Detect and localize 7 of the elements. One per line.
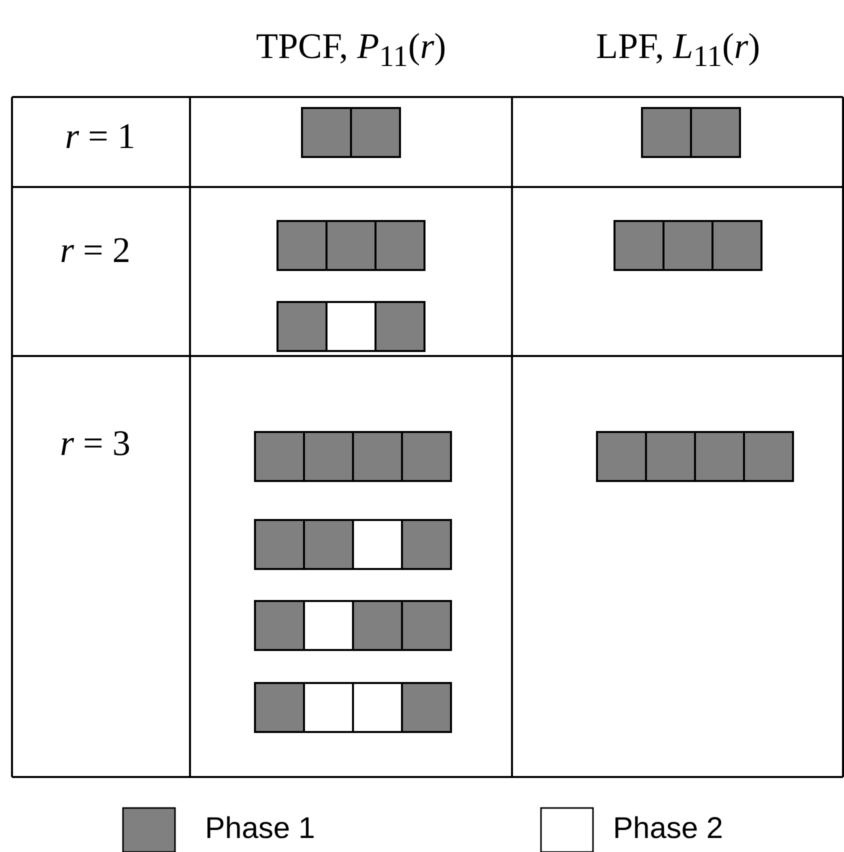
column-header: LPF, L$_{11}$(r) (596, 28, 760, 72)
row-header: r = 3 (60, 425, 130, 461)
row-header: r = 2 (60, 232, 130, 268)
column-header: TPCF, P$_{11}$(r) (256, 28, 446, 72)
legend-label: Phase 2 (613, 814, 724, 844)
row-header: r = 1 (65, 118, 136, 154)
legend-label: Phase 1 (205, 814, 316, 844)
